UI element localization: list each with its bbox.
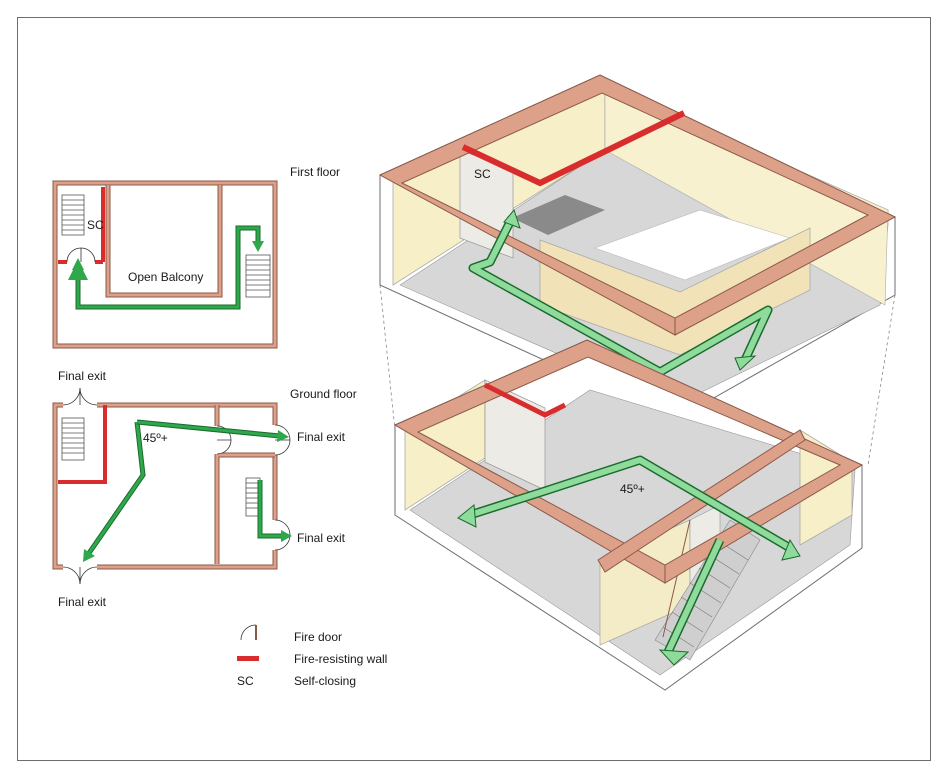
- ground-floor-escape-arrows: [83, 419, 292, 562]
- ground-floor-outer-wall: [52, 402, 278, 570]
- first-floor-sc-label: SC: [87, 218, 104, 232]
- final-exit-right-upper: Final exit: [297, 430, 346, 444]
- iso-ground-fire-wall: [483, 382, 567, 418]
- iso-upper-fire-wall: [461, 110, 686, 187]
- legend: SC Fire door Fire-resisting wall Self-cl…: [237, 624, 387, 688]
- ground-floor-fire-wall: [58, 405, 107, 484]
- isometric-first-floor: SC: [378, 74, 897, 421]
- ground-floor-stair: [61, 417, 261, 517]
- iso-angle-label: 45º+: [620, 482, 645, 496]
- isometric-ground-floor: 45º+: [393, 339, 864, 691]
- legend-fire-door-label: Fire door: [294, 630, 342, 644]
- final-exit-right-lower: Final exit: [297, 531, 346, 545]
- legend-self-closing-label: Self-closing: [294, 674, 356, 688]
- first-floor-fire-door: [66, 247, 96, 263]
- ground-floor-angle-label: 45º+: [143, 431, 168, 445]
- first-floor-title: First floor: [290, 165, 340, 179]
- ground-floor-title: Ground floor: [290, 387, 357, 401]
- final-exit-top-left: Final exit: [58, 369, 107, 383]
- open-balcony-label: Open Balcony: [128, 270, 203, 284]
- legend-fire-wall-icon: [237, 656, 259, 661]
- iso-sc-label: SC: [474, 167, 491, 181]
- ground-floor-plan: Final exit Ground floor 45º+ Final exit …: [52, 369, 357, 609]
- final-exit-bottom-left: Final exit: [58, 595, 107, 609]
- iso-projection-lines: [379, 284, 896, 466]
- legend-sc-symbol: SC: [237, 674, 254, 688]
- legend-fire-door-icon: [240, 624, 257, 641]
- legend-fire-wall-label: Fire-resisting wall: [294, 652, 387, 666]
- first-floor-outer-wall: [52, 180, 278, 349]
- first-floor-stair: [61, 194, 271, 298]
- first-floor-plan: SC Open Balcony First floor: [52, 165, 340, 349]
